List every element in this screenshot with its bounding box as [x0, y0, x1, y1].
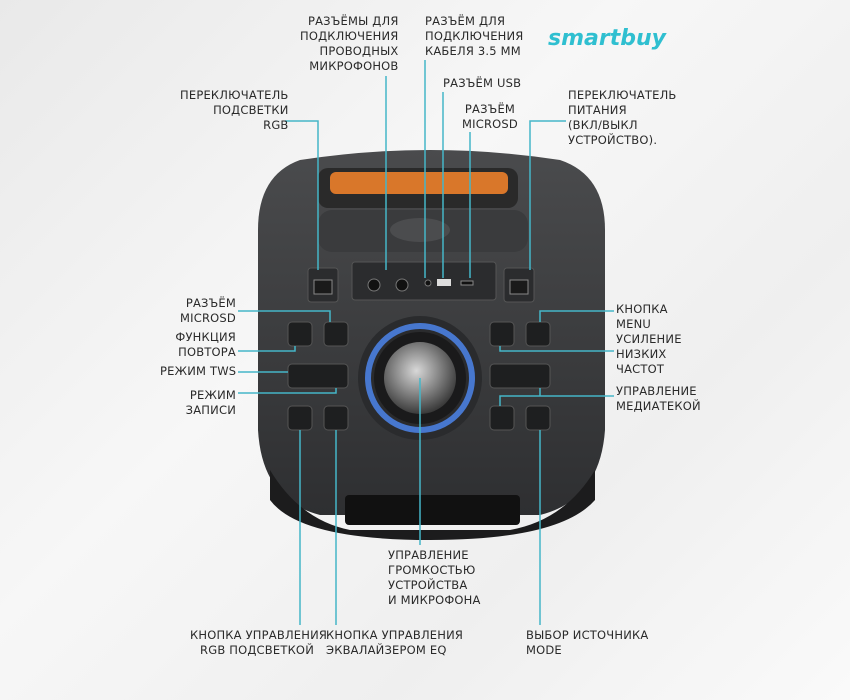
label-record: РЕЖИМ ЗАПИСИ — [185, 388, 236, 417]
label-mic-jacks: РАЗЪЁМЫ ДЛЯ ПОДКЛЮЧЕНИЯ ПРОВОДНЫХ МИКРОФ… — [300, 14, 399, 73]
label-tws: РЕЖИМ TWS — [160, 364, 237, 378]
label-rgb-switch: ПЕРЕКЛЮЧАТЕЛЬ ПОДСВЕТКИ RGB — [180, 88, 289, 132]
label-power-switch: ПЕРЕКЛЮЧАТЕЛЬ ПИТАНИЯ (ВКЛ/ВЫКЛ УСТРОЙСТ… — [568, 88, 677, 147]
label-volume: УПРАВЛЕНИЕ ГРОМКОСТЬЮ УСТРОЙСТВА И МИКРО… — [388, 548, 481, 607]
label-eq-button: КНОПКА УПРАВЛЕНИЯ ЭКВАЛАЙЗЕРОМ EQ — [326, 628, 464, 657]
control-buttons — [287, 321, 551, 431]
brand-logo: smartbuy — [548, 26, 666, 51]
label-bass: УСИЛЕНИЕ НИЗКИХ ЧАСТОТ — [616, 332, 682, 376]
label-menu: КНОПКА MENU — [616, 302, 668, 331]
callout-lines — [238, 60, 614, 625]
handle — [318, 168, 528, 252]
label-media: УПРАВЛЕНИЕ МЕДИАТЕКОЙ — [616, 384, 701, 413]
label-rgb-button: КНОПКА УПРАВЛЕНИЯ RGB ПОДСВЕТКОЙ — [190, 628, 328, 657]
label-microsd-left: РАЗЪЁМ MICROSD — [180, 296, 236, 325]
label-microsd-top: РАЗЪЁМ MICROSD — [462, 102, 518, 131]
label-mode: ВЫБОР ИСТОЧНИКА MODE — [526, 628, 649, 657]
connector-panel — [307, 261, 535, 303]
label-repeat: ФУНКЦИЯ ПОВТОРА — [175, 330, 236, 359]
label-aux-jack: РАЗЪЁМ ДЛЯ ПОДКЛЮЧЕНИЯ КАБЕЛЯ 3.5 ММ — [425, 14, 524, 58]
label-usb: РАЗЪЁМ USB — [443, 76, 522, 90]
